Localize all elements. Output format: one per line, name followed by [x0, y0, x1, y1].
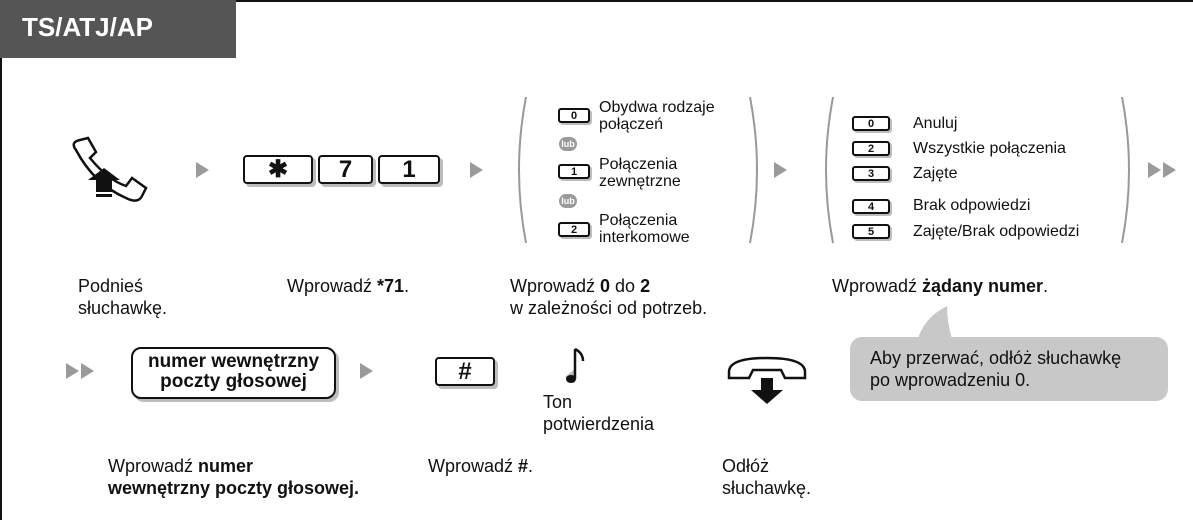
caption-voicemail: Wprowadź numer wewnętrzny poczty głosowe…: [108, 456, 360, 498]
key-1[interactable]: 1: [378, 155, 440, 184]
or-badge: lub: [559, 194, 577, 208]
next-arrow-icon: [196, 162, 209, 178]
key-hash[interactable]: #: [435, 357, 495, 386]
caption-number: Wprowadź żądany numer.: [832, 276, 1049, 296]
next-arrow-icon: [470, 162, 483, 178]
left-bracket-icon: [825, 96, 834, 244]
number-key-4[interactable]: 4: [852, 199, 890, 214]
continue-arrow-icon: [81, 363, 94, 379]
key-star[interactable]: ✱: [243, 155, 313, 184]
number-label-busy: Zajęte: [913, 165, 958, 182]
option-key-2[interactable]: 2: [558, 222, 590, 237]
continue-arrow-icon: [1148, 162, 1161, 178]
number-key-2[interactable]: 2: [852, 141, 890, 156]
left-bracket-icon: [518, 96, 527, 244]
option-key-1[interactable]: 1: [558, 164, 590, 179]
number-label-all: Wszystkie połączenia: [913, 140, 1066, 157]
handset-on-hook-icon: [727, 356, 807, 404]
number-label-cancel: Anuluj: [913, 115, 958, 132]
continue-arrow-icon: [1163, 162, 1176, 178]
note-bubble-tail-icon: [917, 306, 953, 342]
number-key-3[interactable]: 3: [852, 166, 890, 181]
caption-dial-code: Wprowadź *71.: [287, 276, 410, 296]
continue-arrow-icon: [66, 363, 79, 379]
key-7[interactable]: 7: [318, 155, 373, 184]
caption-hash: Wprowadź #.: [428, 456, 534, 476]
confirmation-tone-icon: [565, 347, 585, 383]
number-label-busy-no-answer: Zajęte/Brak odpowiedzi: [913, 223, 1080, 240]
right-bracket-icon: [1121, 96, 1130, 244]
number-key-0[interactable]: 0: [852, 116, 890, 131]
or-badge: lub: [559, 137, 577, 151]
number-label-no-answer: Brak odpowiedzi: [913, 197, 1031, 214]
caption-choice: Wprowadź 0 do 2 w zależności od potrzeb.: [510, 276, 708, 318]
header-title: TS/ATJ/AP: [0, 0, 236, 58]
next-arrow-icon: [774, 162, 787, 178]
option-key-0[interactable]: 0: [558, 108, 590, 123]
handset-off-hook-icon: [72, 136, 148, 202]
right-bracket-icon: [749, 96, 758, 244]
next-arrow-icon: [360, 363, 373, 379]
number-key-5[interactable]: 5: [852, 224, 890, 239]
